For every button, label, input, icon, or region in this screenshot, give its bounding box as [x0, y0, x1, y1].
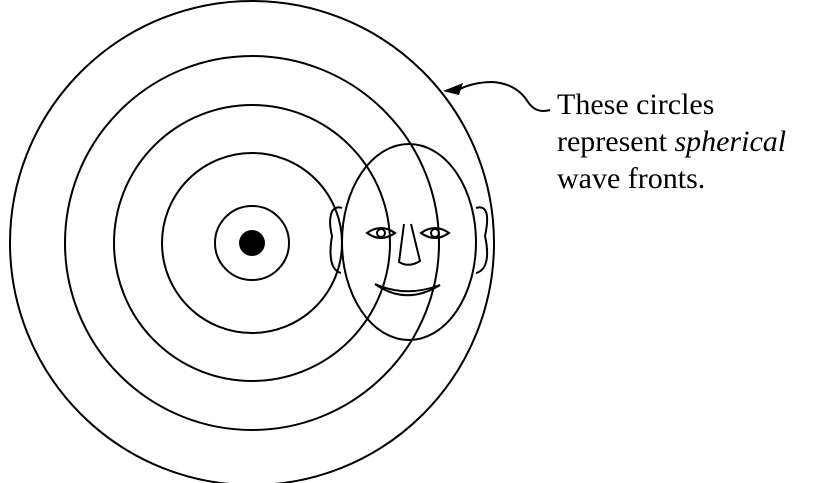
pointer-curve	[460, 82, 550, 111]
caption-line-1: These circles	[557, 86, 786, 123]
face-outline	[342, 144, 476, 340]
wave-source-dot	[239, 230, 265, 256]
pointer-arrowhead	[443, 83, 463, 95]
wave-front-caption: These circles represent spherical wave f…	[557, 86, 786, 197]
left-eye	[367, 228, 395, 238]
mouth	[375, 284, 440, 295]
caption-line-2-prefix: represent	[557, 125, 674, 158]
caption-line-2: represent spherical	[557, 123, 786, 160]
caption-line-3: wave fronts.	[557, 160, 786, 197]
observer-face	[330, 144, 487, 340]
right-eye	[421, 228, 449, 238]
right-ear	[476, 207, 487, 273]
caption-emphasis: spherical	[674, 125, 786, 158]
nose	[399, 224, 420, 265]
